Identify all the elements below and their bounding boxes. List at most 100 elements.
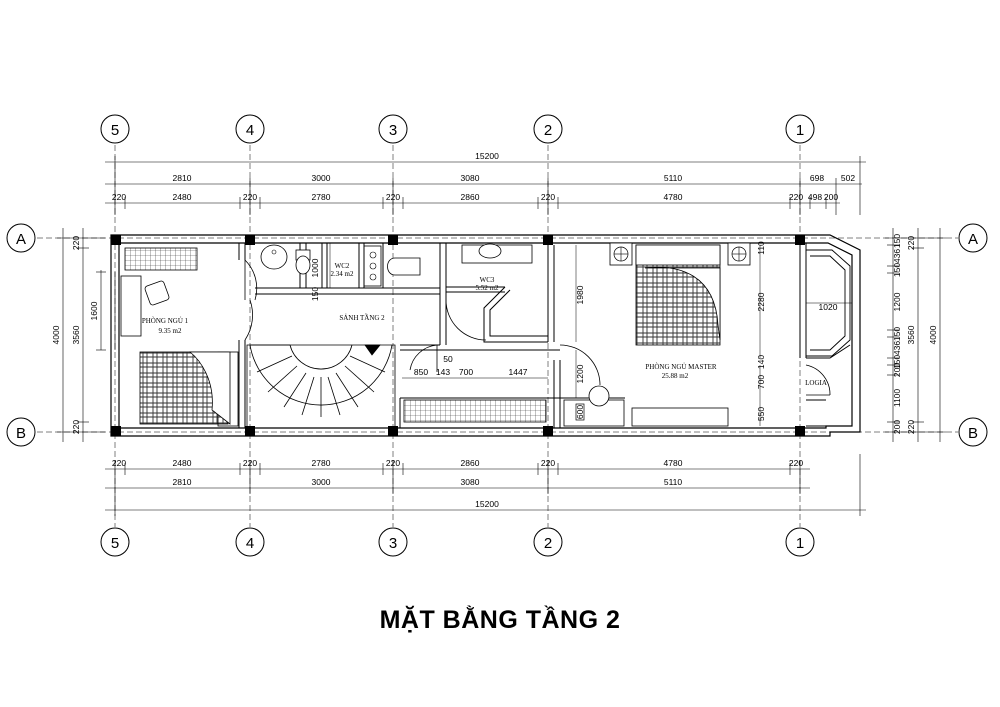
dresser-master [631, 407, 729, 427]
dim-right-seg-2: 436 [892, 249, 902, 263]
dim-left-wall-bottom: 220 [71, 420, 81, 434]
interior-walls [238, 243, 851, 428]
dim-right-seg-6: 436 [892, 341, 902, 355]
dim-top-bay-5: 698 [810, 173, 824, 183]
axis-bubbles-side [6, 223, 988, 447]
dim-top-bay-4: 5110 [664, 173, 683, 183]
dimension-lines-left [57, 228, 106, 442]
dim-top-inner-11: 200 [824, 192, 838, 202]
dim-top-bay-1: 2810 [173, 173, 192, 183]
dim-bottom-inner-6: 2860 [461, 458, 480, 468]
dim-top-inner-5: 220 [386, 192, 400, 202]
dim-700b: 700 [459, 367, 473, 377]
vanity-wc3 [461, 244, 533, 264]
dim-140: 140 [756, 355, 766, 369]
dim-top-bay-3: 3080 [461, 173, 480, 183]
dim-top-bay-2: 3000 [312, 173, 331, 183]
dim-right-seg-4: 1200 [892, 292, 902, 311]
room-area-bedroom1: 9.35 m2 [159, 327, 182, 335]
sink-wc3 [478, 243, 502, 259]
dim-right-inner: 3560 [906, 325, 916, 344]
dim-1200: 1200 [575, 364, 585, 383]
dim-left-inner: 3560 [71, 325, 81, 344]
dimension-lines-top [105, 156, 866, 215]
dim-right-seg-10: 200 [892, 420, 902, 434]
axis-bubbles-top [100, 114, 815, 144]
dim-bottom-bay-1: 2810 [173, 477, 192, 487]
shower-head-2 [369, 262, 377, 270]
shower-tray-wc2 [363, 245, 382, 287]
axis-bubbles-bottom [100, 527, 815, 557]
dim-wc3-height: 1980 [575, 285, 585, 304]
axis-label-3-bottom: 3 [389, 535, 397, 552]
wardrobe-corridor [403, 399, 547, 423]
toilet-wc2b [387, 257, 421, 276]
dim-left-window: 1600 [89, 301, 99, 320]
dim-right-seg-8: 200 [892, 363, 902, 377]
dim-left-outer: 4000 [51, 325, 61, 344]
wardrobe-bedroom1 [124, 247, 198, 271]
dim-bottom-inner-8: 4780 [664, 458, 683, 468]
desk-bedroom1 [120, 275, 142, 337]
bed-fold-bedroom1 [188, 351, 231, 425]
dim-hall-150: 150 [310, 287, 320, 301]
shower-head-3 [369, 273, 377, 281]
stool-master [575, 403, 585, 421]
axis-label-a-right: A [968, 231, 978, 248]
axis-label-5-top: 5 [111, 122, 119, 139]
dim-bottom-bay-3: 3080 [461, 477, 480, 487]
dim-bottom-inner-5: 220 [386, 458, 400, 468]
dim-top-bay-6: 502 [841, 173, 855, 183]
axis-label-4-bottom: 4 [246, 535, 254, 552]
axis-label-b-left: B [16, 425, 26, 442]
dim-top-inner-9: 220 [789, 192, 803, 202]
dim-right-wall-bottom: 220 [906, 420, 916, 434]
dim-bottom-inner-1: 220 [112, 458, 126, 468]
chair-bedroom1 [144, 280, 170, 306]
dimension-lines-right [885, 228, 946, 442]
dim-bottom-inner-2: 2480 [173, 458, 192, 468]
vanity-mirror-master [588, 385, 610, 407]
axis-label-b-right: B [968, 425, 978, 442]
room-label-bedroom1: PHÒNG NGỦ 1 [142, 317, 189, 325]
dim-1447: 1447 [509, 367, 528, 377]
room-label-wc3: WC3 [480, 276, 495, 284]
dim-right-seg-5: 150 [892, 327, 902, 341]
headboard-master [635, 244, 721, 266]
dim-700: 700 [756, 375, 766, 389]
dim-top-inner-3: 220 [243, 192, 257, 202]
dim-bottom-inner-9: 220 [789, 458, 803, 468]
bed-fold-master [644, 266, 721, 341]
dim-top-overall: 15200 [475, 151, 499, 161]
dim-bottom-inner-4: 2780 [312, 458, 331, 468]
axis-label-1-top: 1 [796, 122, 804, 139]
dim-top-inner-4: 2780 [312, 192, 331, 202]
dim-bottom-inner-3: 220 [243, 458, 257, 468]
shower-head-1 [369, 251, 377, 259]
dim-top-inner-1: 220 [112, 192, 126, 202]
dim-left-wall-top: 220 [71, 236, 81, 250]
sink-wc2 [260, 244, 288, 270]
exterior-walls [110, 234, 861, 437]
dim-top-inner-6: 2860 [461, 192, 480, 202]
dim-right-outer: 4000 [928, 325, 938, 344]
dim-right-seg-7: 150 [892, 355, 902, 369]
dim-top-inner-7: 220 [541, 192, 555, 202]
axis-label-1-bottom: 1 [796, 535, 804, 552]
dim-top-inner-8: 4780 [664, 192, 683, 202]
dim-right-seg-3: 150 [892, 263, 902, 277]
dim-110: 110 [756, 241, 766, 255]
room-label-loggia: LOGIA [805, 379, 827, 387]
door-swings [244, 259, 831, 396]
dim-top-inner-2: 2480 [173, 192, 192, 202]
axis-label-5-bottom: 5 [111, 535, 119, 552]
dim-bottom-inner-7: 220 [541, 458, 555, 468]
axis-label-3-top: 3 [389, 122, 397, 139]
drawing-title: MẶT BẰNG TẦNG 2 [379, 606, 621, 634]
dim-bottom-bay-2: 3000 [312, 477, 331, 487]
axis-label-2-top: 2 [544, 122, 552, 139]
window-marks [114, 272, 120, 350]
dim-143: 143 [436, 367, 450, 377]
axis-label-4-top: 4 [246, 122, 254, 139]
room-area-wc3: 5.52 m2 [476, 284, 499, 292]
